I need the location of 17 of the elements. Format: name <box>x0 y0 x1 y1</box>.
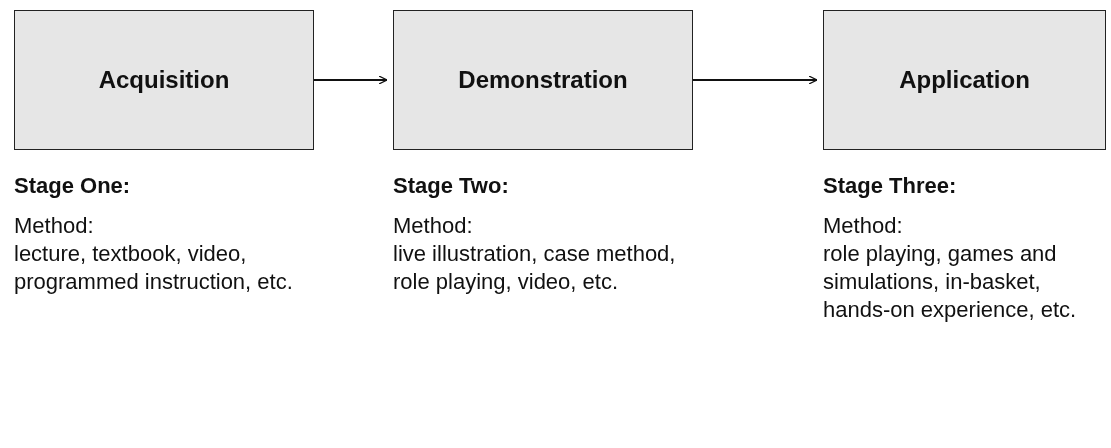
method-list: role playing, games and simulations, in-basket, hands-on experience, etc. <box>823 240 1111 324</box>
arrow <box>692 75 818 85</box>
stage-box <box>14 10 314 150</box>
method-heading: Method: <box>14 212 95 240</box>
stage-box <box>393 10 693 150</box>
method-list: live illustration, case method, role playing, video, etc. <box>393 240 683 296</box>
stage-label: Stage Two: <box>393 172 510 200</box>
method-heading: Method: <box>823 212 904 240</box>
stage-label: Stage One: <box>14 172 132 200</box>
method-heading: Method: <box>393 212 474 240</box>
stage-title: Acquisition <box>98 66 230 94</box>
method-list: lecture, textbook, video, programmed instruction, etc. <box>14 240 304 296</box>
arrow <box>313 75 388 85</box>
stage-title: Application <box>899 66 1030 94</box>
stage-title: Demonstration <box>458 66 628 94</box>
stage-box <box>823 10 1106 150</box>
stage-label: Stage Three: <box>823 172 958 200</box>
